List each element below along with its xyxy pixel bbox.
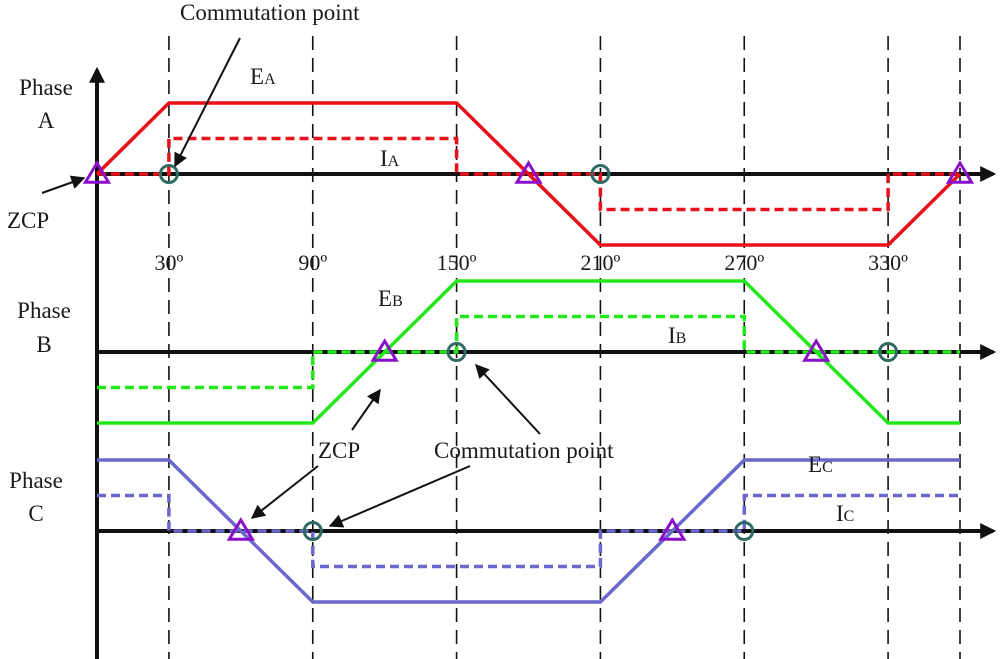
angle-guides — [168, 36, 961, 659]
zcp-marker-a-360 — [945, 160, 975, 184]
zcp-left-label: ZCP — [7, 208, 49, 233]
zcp-middle-pointer-up — [351, 388, 381, 431]
commutation-marker-c-270 — [734, 521, 755, 541]
commutation-top-pointer — [174, 37, 241, 168]
commutation-point-middle-label: Commutation point — [434, 438, 614, 463]
zcp-marker-a-180 — [514, 160, 543, 184]
zcp-marker-c-240 — [658, 517, 687, 541]
angle-tick-210: 210º — [581, 250, 621, 275]
zcp-marker-b-120 — [370, 338, 399, 362]
emf-a-label: EA — [250, 64, 276, 89]
zcp-middle-pointer-down — [250, 465, 319, 519]
zcp-marker-a-0 — [82, 160, 112, 184]
commutation-point-top-label: Commutation point — [180, 0, 360, 25]
angle-tick-labels: 30º 90º 150º 210º 270º 330º — [155, 250, 909, 275]
commutation-middle-pointer-down — [328, 465, 471, 528]
phase-c-label-line1: Phase — [9, 468, 63, 493]
angle-tick-90: 90º — [298, 250, 327, 275]
emf-c-label: EC — [808, 452, 833, 477]
phase-a-emf-trace — [95, 101, 962, 247]
phase-c-current-trace — [97, 493, 960, 569]
waveforms — [95, 101, 962, 604]
phase-c-emf-trace — [97, 458, 960, 604]
phase-b-current-trace — [97, 314, 960, 390]
commutation-marker-c-90 — [302, 521, 323, 541]
phase-b-emf-trace — [97, 279, 960, 425]
emf-b-label: EB — [378, 286, 403, 311]
angle-tick-330: 330º — [868, 250, 908, 275]
commutation-marker-b-150 — [446, 342, 467, 362]
angle-tick-30: 30º — [155, 250, 184, 275]
angle-tick-270: 270º — [724, 250, 764, 275]
phase-a-label-line2: A — [38, 108, 55, 133]
phase-a-current-trace — [97, 136, 960, 212]
zcp-middle-label: ZCP — [318, 438, 360, 463]
current-c-label: IC — [836, 501, 854, 526]
phase-b-label-line2: B — [36, 332, 51, 357]
zcp-marker-b-300 — [801, 338, 831, 362]
markers — [82, 160, 975, 541]
commutation-middle-pointer-up — [475, 363, 541, 435]
phase-b-label-line1: Phase — [17, 298, 71, 323]
phase-c-label-line2: C — [28, 501, 43, 526]
commutation-marker-a-30 — [158, 164, 179, 184]
zcp-marker-c-60 — [226, 517, 256, 541]
zcp-left-pointer — [41, 175, 86, 194]
current-b-label: IB — [668, 323, 686, 348]
current-a-label: IA — [380, 146, 400, 171]
phase-a-label-line1: Phase — [19, 75, 73, 100]
commutation-marker-a-210 — [590, 164, 611, 184]
commutation-marker-b-330 — [878, 342, 899, 362]
angle-tick-150: 150º — [437, 250, 477, 275]
